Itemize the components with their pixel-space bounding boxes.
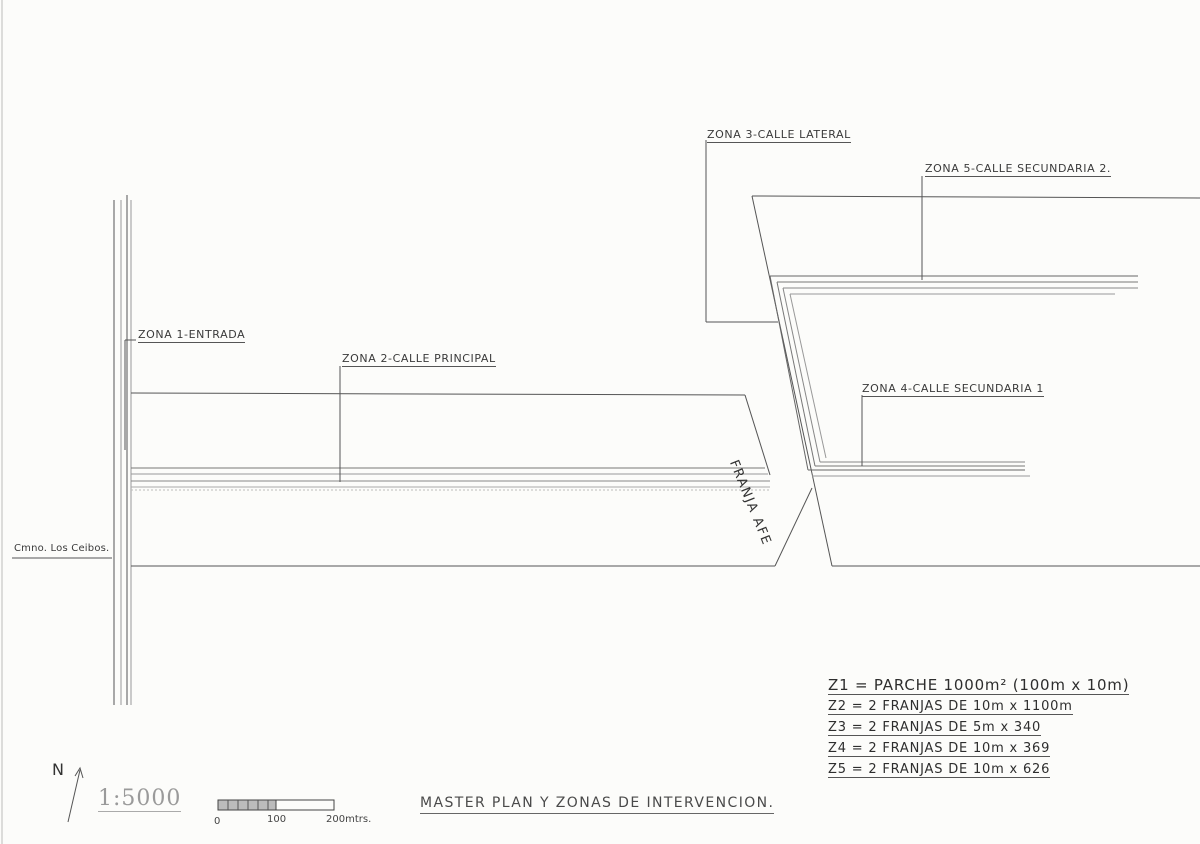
scale-tick-200: 200mtrs. [326, 814, 372, 825]
scale-tick-100: 100 [267, 814, 287, 825]
zone-5-label: ZONA 5-CALLE SECUNDARIA 2. [925, 162, 1112, 177]
drawing-title: MASTER PLAN Y ZONAS DE INTERVENCION. [420, 795, 775, 814]
legend-z2: Z2 = 2 FRANJAS DE 10m x 1100m [828, 699, 1073, 715]
main-street-block [130, 366, 813, 567]
scale-ratio: 1:5000 [98, 786, 182, 812]
north-arrow-graphic [67, 766, 84, 823]
zone-3-label: ZONA 3-CALLE LATERAL [707, 128, 851, 143]
zone-1-label: ZONA 1-ENTRADA [138, 328, 246, 343]
legend-z3: Z3 = 2 FRANJAS DE 5m x 340 [828, 720, 1042, 736]
north-label: N [52, 760, 64, 779]
scale-bar-graphic [217, 799, 335, 811]
legend-z5: Z5 = 2 FRANJAS DE 10m x 626 [828, 762, 1051, 778]
legend-z1: Z1 = PARCHE 1000m² (100m x 10m) [828, 676, 1130, 695]
zone-2-label: ZONA 2-CALLE PRINCIPAL [342, 352, 496, 367]
scale-tick-0: 0 [214, 816, 221, 827]
road-label: Cmno. Los Ceibos. [14, 543, 110, 554]
zone-4-label: ZONA 4-CALLE SECUNDARIA 1 [862, 382, 1044, 397]
right-block [751, 195, 1200, 567]
zone-leaders [705, 140, 923, 466]
legend-z4: Z4 = 2 FRANJAS DE 10m x 369 [828, 741, 1051, 757]
zone-1-leader [124, 339, 136, 450]
road-los-ceibos [113, 195, 132, 705]
